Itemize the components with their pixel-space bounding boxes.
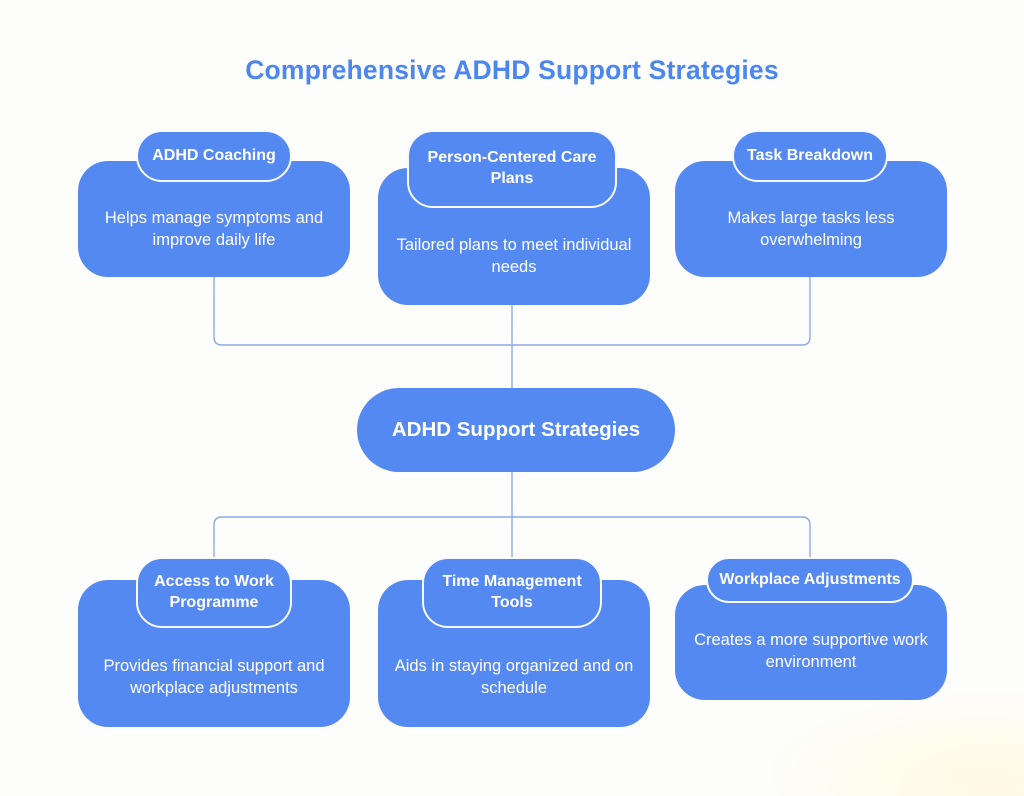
node-description: Aids in staying organized and on schedul…	[394, 656, 634, 697]
node-label: Access to Work Programme	[154, 572, 274, 611]
node-label: Workplace Adjustments	[719, 570, 901, 588]
node-label: Task Breakdown	[747, 146, 873, 164]
bottom-branch-connector	[213, 516, 811, 559]
node-description: Helps manage symptoms and improve daily …	[104, 208, 324, 249]
node-label: ADHD Coaching	[152, 146, 276, 164]
node-label-pill: Task Breakdown	[732, 130, 888, 182]
node-label-pill: ADHD Coaching	[136, 130, 292, 182]
node-label-pill: Access to Work Programme	[136, 557, 292, 628]
node-description: Tailored plans to meet individual needs	[396, 235, 632, 276]
node-label-pill: Person-Centered Care Plans	[407, 130, 617, 208]
center-node-label: ADHD Support Strategies	[391, 418, 641, 441]
node-label-pill: Workplace Adjustments	[706, 557, 914, 603]
node-label: Person-Centered Care Plans	[427, 149, 597, 187]
node-description: Makes large tasks less overwhelming	[727, 208, 895, 249]
node-adhd-support-strategies: ADHD Support Strategies	[357, 388, 675, 472]
node-description: Provides financial support and workplace…	[103, 656, 325, 697]
node-description: Creates a more supportive work environme…	[694, 630, 928, 671]
diagram-title: Comprehensive ADHD Support Strategies	[245, 55, 779, 85]
node-body: Creates a more supportive work environme…	[675, 585, 947, 700]
node-label: Time Management Tools	[442, 572, 582, 611]
node-label-pill: Time Management Tools	[422, 557, 602, 628]
